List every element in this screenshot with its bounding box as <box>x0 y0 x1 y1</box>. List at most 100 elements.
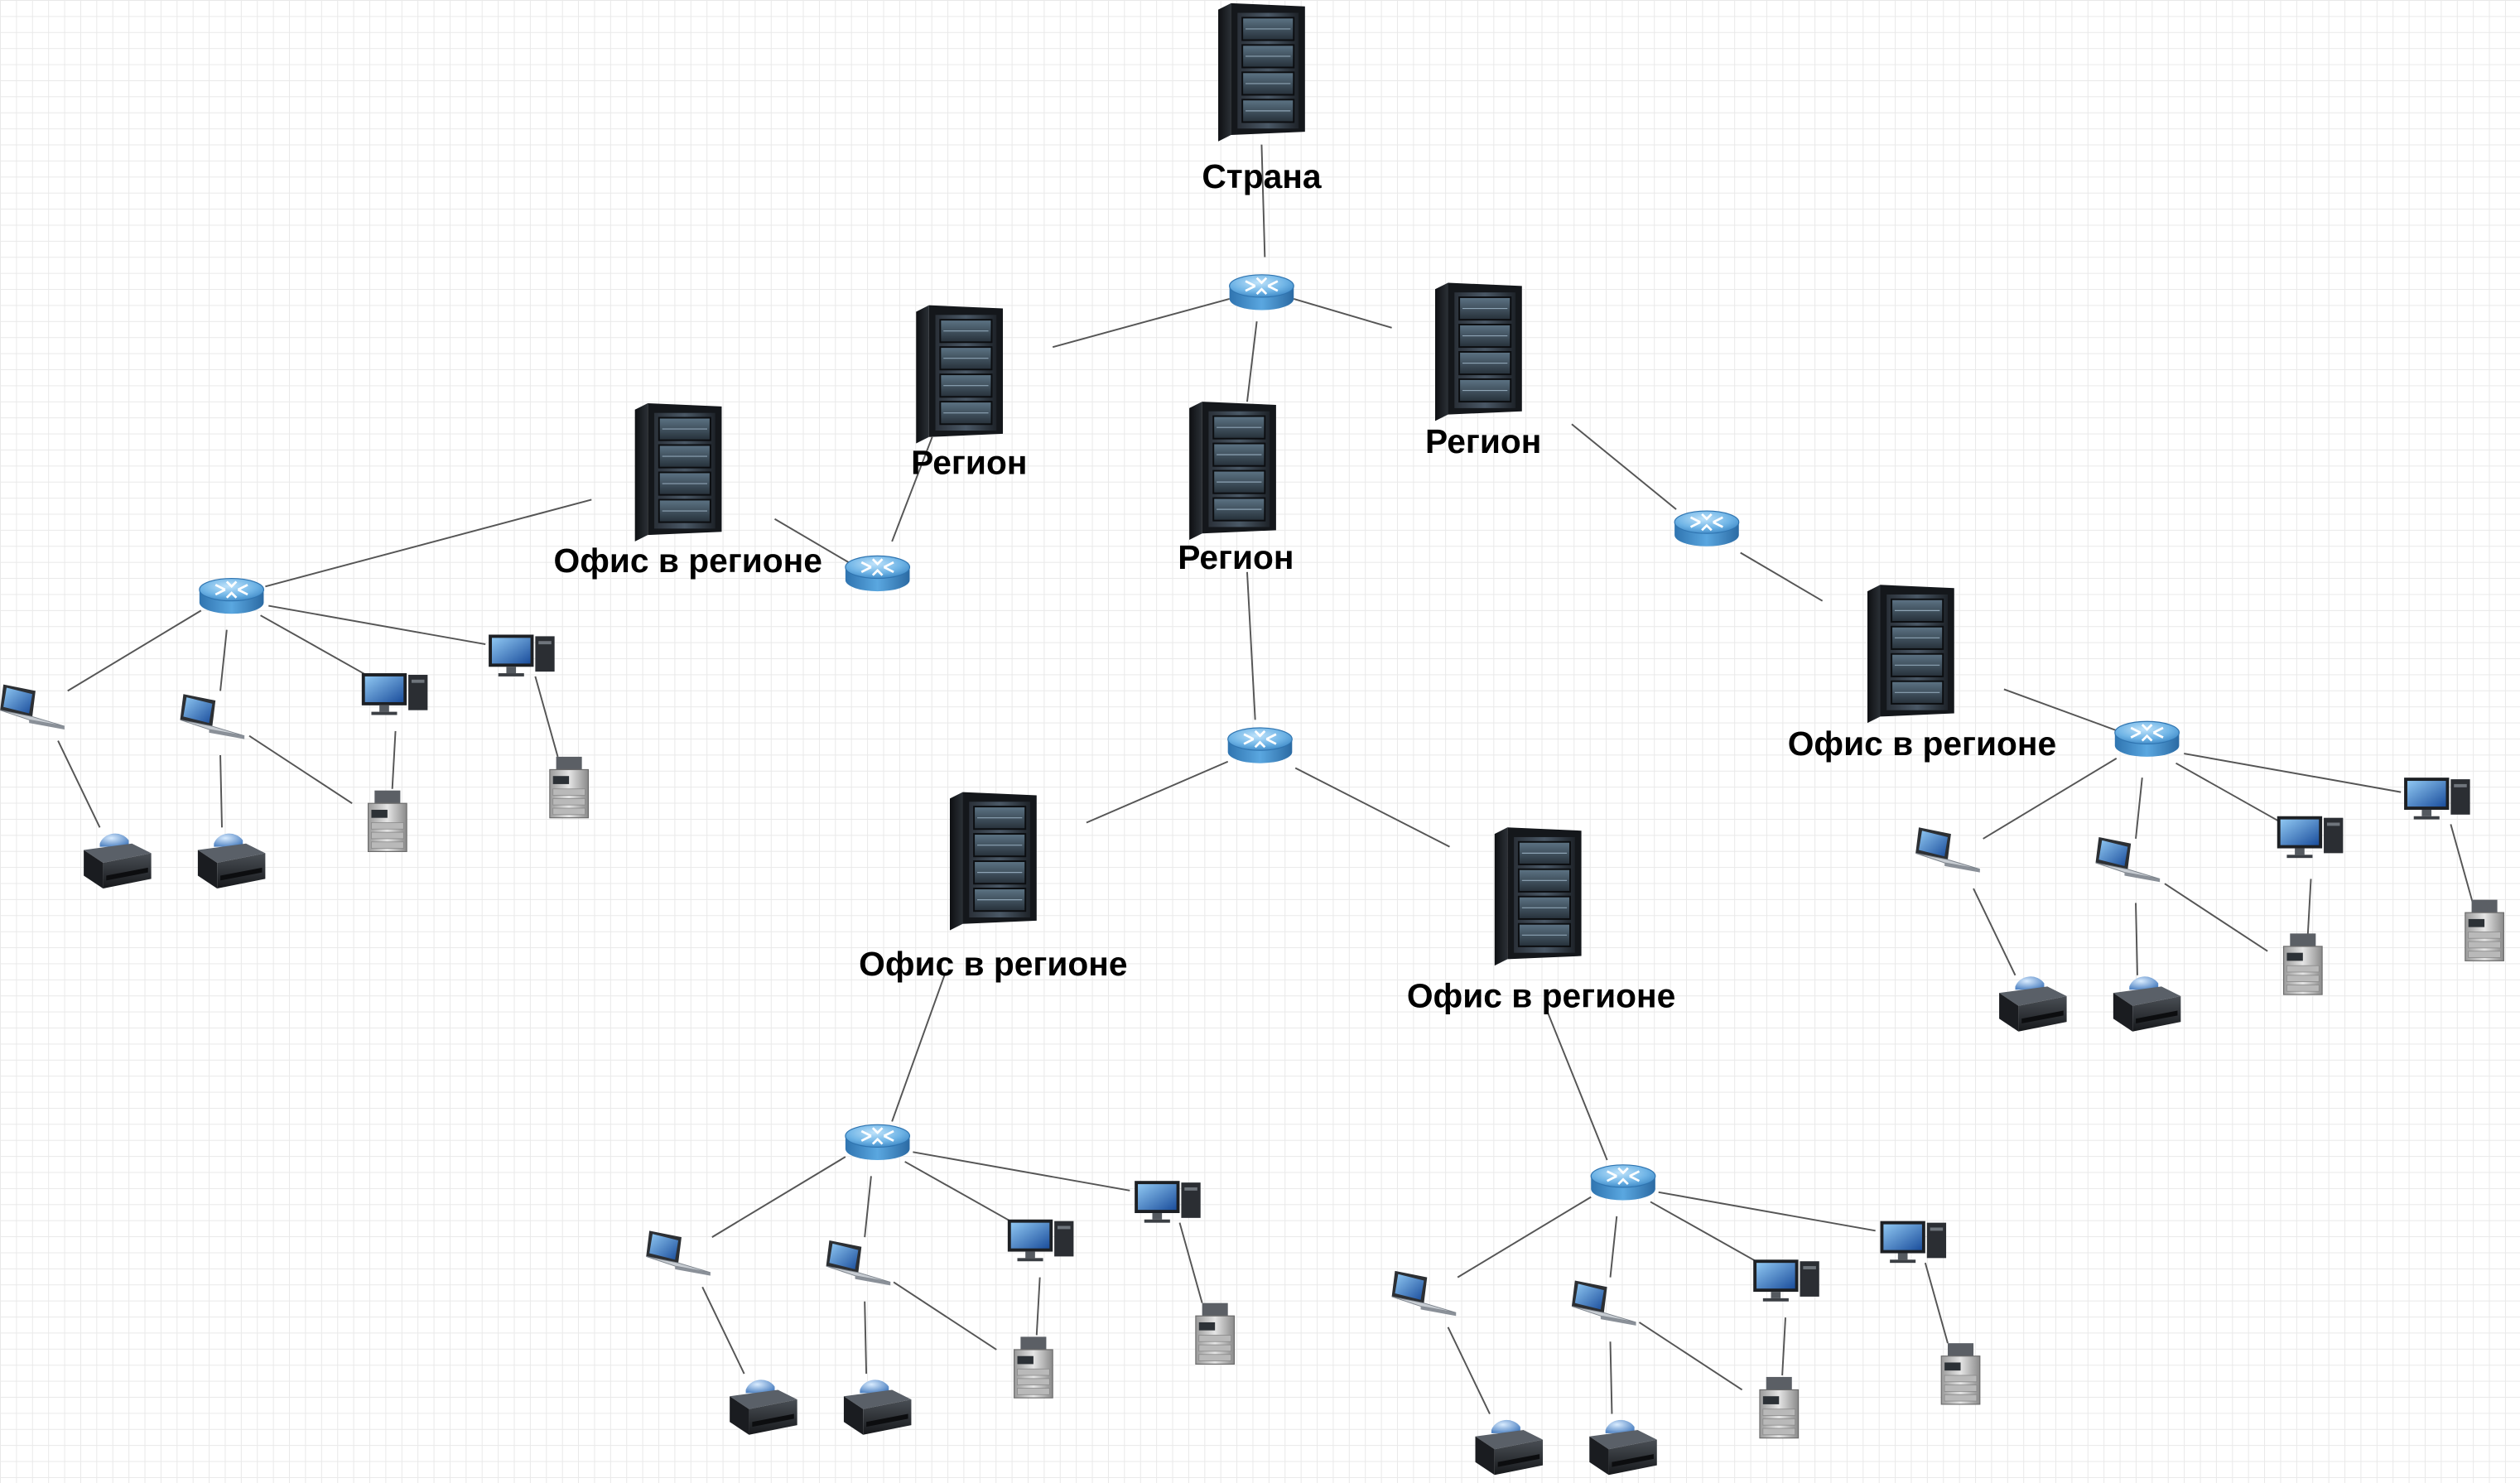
link <box>1983 758 2118 840</box>
desktop-icon <box>361 673 428 715</box>
labels: Страна Регион Регион Регион Офис в регио… <box>554 157 2057 1015</box>
link <box>1246 320 1258 402</box>
printer-icon <box>1999 976 2067 1032</box>
link <box>1035 1277 1041 1336</box>
router-icon <box>1229 274 1294 311</box>
router-icon <box>845 1124 911 1160</box>
server-icon <box>1494 827 1582 966</box>
router-icon <box>845 555 911 592</box>
laptop-icon <box>180 694 245 739</box>
router-icon <box>2114 720 2180 757</box>
laptop-icon <box>0 684 65 729</box>
link <box>893 1281 997 1351</box>
desktop-icon <box>489 634 555 676</box>
laptop-icon <box>646 1230 711 1276</box>
link <box>864 1301 868 1375</box>
link <box>248 734 353 805</box>
link <box>701 1286 745 1375</box>
link <box>1658 1191 1876 1232</box>
copier-icon <box>549 756 589 819</box>
copier-icon <box>1195 1302 1236 1365</box>
link <box>1609 1341 1613 1414</box>
laptop-icon <box>1391 1270 1457 1317</box>
routers <box>199 274 2180 1201</box>
printer-icon <box>84 833 152 889</box>
link <box>1052 297 1230 349</box>
link <box>265 498 592 588</box>
link <box>1294 767 1450 848</box>
link <box>1638 1322 1743 1391</box>
server-icon <box>916 305 1004 444</box>
printer-icon <box>1589 1419 1657 1476</box>
link <box>534 676 559 758</box>
label-region: Регион <box>1178 538 1294 576</box>
label-office: Офис в регионе <box>859 945 1127 983</box>
link <box>1178 1222 1203 1303</box>
laptop-icon <box>826 1240 891 1286</box>
link <box>1293 297 1392 329</box>
desktop-icon <box>2277 816 2344 859</box>
copier-icon <box>2465 899 2504 961</box>
router-icon <box>1227 727 1293 763</box>
label-office: Офис в регионе <box>554 542 822 580</box>
devices <box>0 634 2504 1476</box>
link <box>711 1156 846 1238</box>
laptop-icon <box>1571 1280 1636 1326</box>
printer-icon <box>730 1379 797 1435</box>
link <box>2306 879 2312 937</box>
link <box>219 754 223 828</box>
link <box>268 604 486 646</box>
copier-icon <box>2282 933 2323 995</box>
link <box>1650 1201 1766 1267</box>
link <box>1740 551 1824 602</box>
link <box>2450 824 2474 905</box>
link <box>1086 760 1229 824</box>
copier-icon <box>1759 1376 1800 1439</box>
link <box>1973 888 2016 976</box>
links <box>57 144 2474 1414</box>
link <box>904 1161 1019 1227</box>
printer-icon <box>197 833 266 889</box>
link <box>2135 778 2143 839</box>
link <box>913 1151 1130 1192</box>
printer-icon <box>1475 1419 1544 1476</box>
laptop-icon <box>1915 827 1980 873</box>
router-icon <box>1590 1164 1656 1201</box>
server-icon <box>1189 402 1276 540</box>
router-icon <box>199 577 265 614</box>
link <box>67 609 202 692</box>
link <box>57 740 101 828</box>
link <box>2003 688 2119 732</box>
link <box>219 629 228 691</box>
desktop-icon <box>1007 1219 1074 1262</box>
label-region: Регион <box>1425 422 1541 460</box>
link <box>2135 903 2138 975</box>
laptop-icon <box>2095 836 2161 883</box>
copier-icon <box>1940 1343 1981 1405</box>
link <box>1609 1216 1618 1278</box>
link <box>1246 571 1256 720</box>
link <box>1457 1196 1592 1278</box>
link <box>1924 1262 1949 1344</box>
link <box>1781 1317 1786 1376</box>
servers <box>634 2 1954 966</box>
copier-icon <box>367 790 407 853</box>
label-country: Страна <box>1202 157 1322 195</box>
printer-icon <box>2113 976 2181 1032</box>
server-icon <box>634 403 722 542</box>
link <box>1571 423 1677 510</box>
link <box>2164 883 2268 952</box>
printer-icon <box>843 1379 912 1435</box>
link <box>2175 762 2291 829</box>
link <box>1447 1327 1491 1414</box>
server-icon <box>1218 2 1305 142</box>
link <box>2184 753 2402 793</box>
link <box>1546 1012 1608 1161</box>
desktop-icon <box>1753 1259 1819 1302</box>
link <box>891 973 947 1122</box>
desktop-icon <box>2404 778 2470 820</box>
desktop-icon <box>1135 1181 1201 1223</box>
link <box>1260 144 1266 258</box>
server-icon <box>1435 282 1522 421</box>
